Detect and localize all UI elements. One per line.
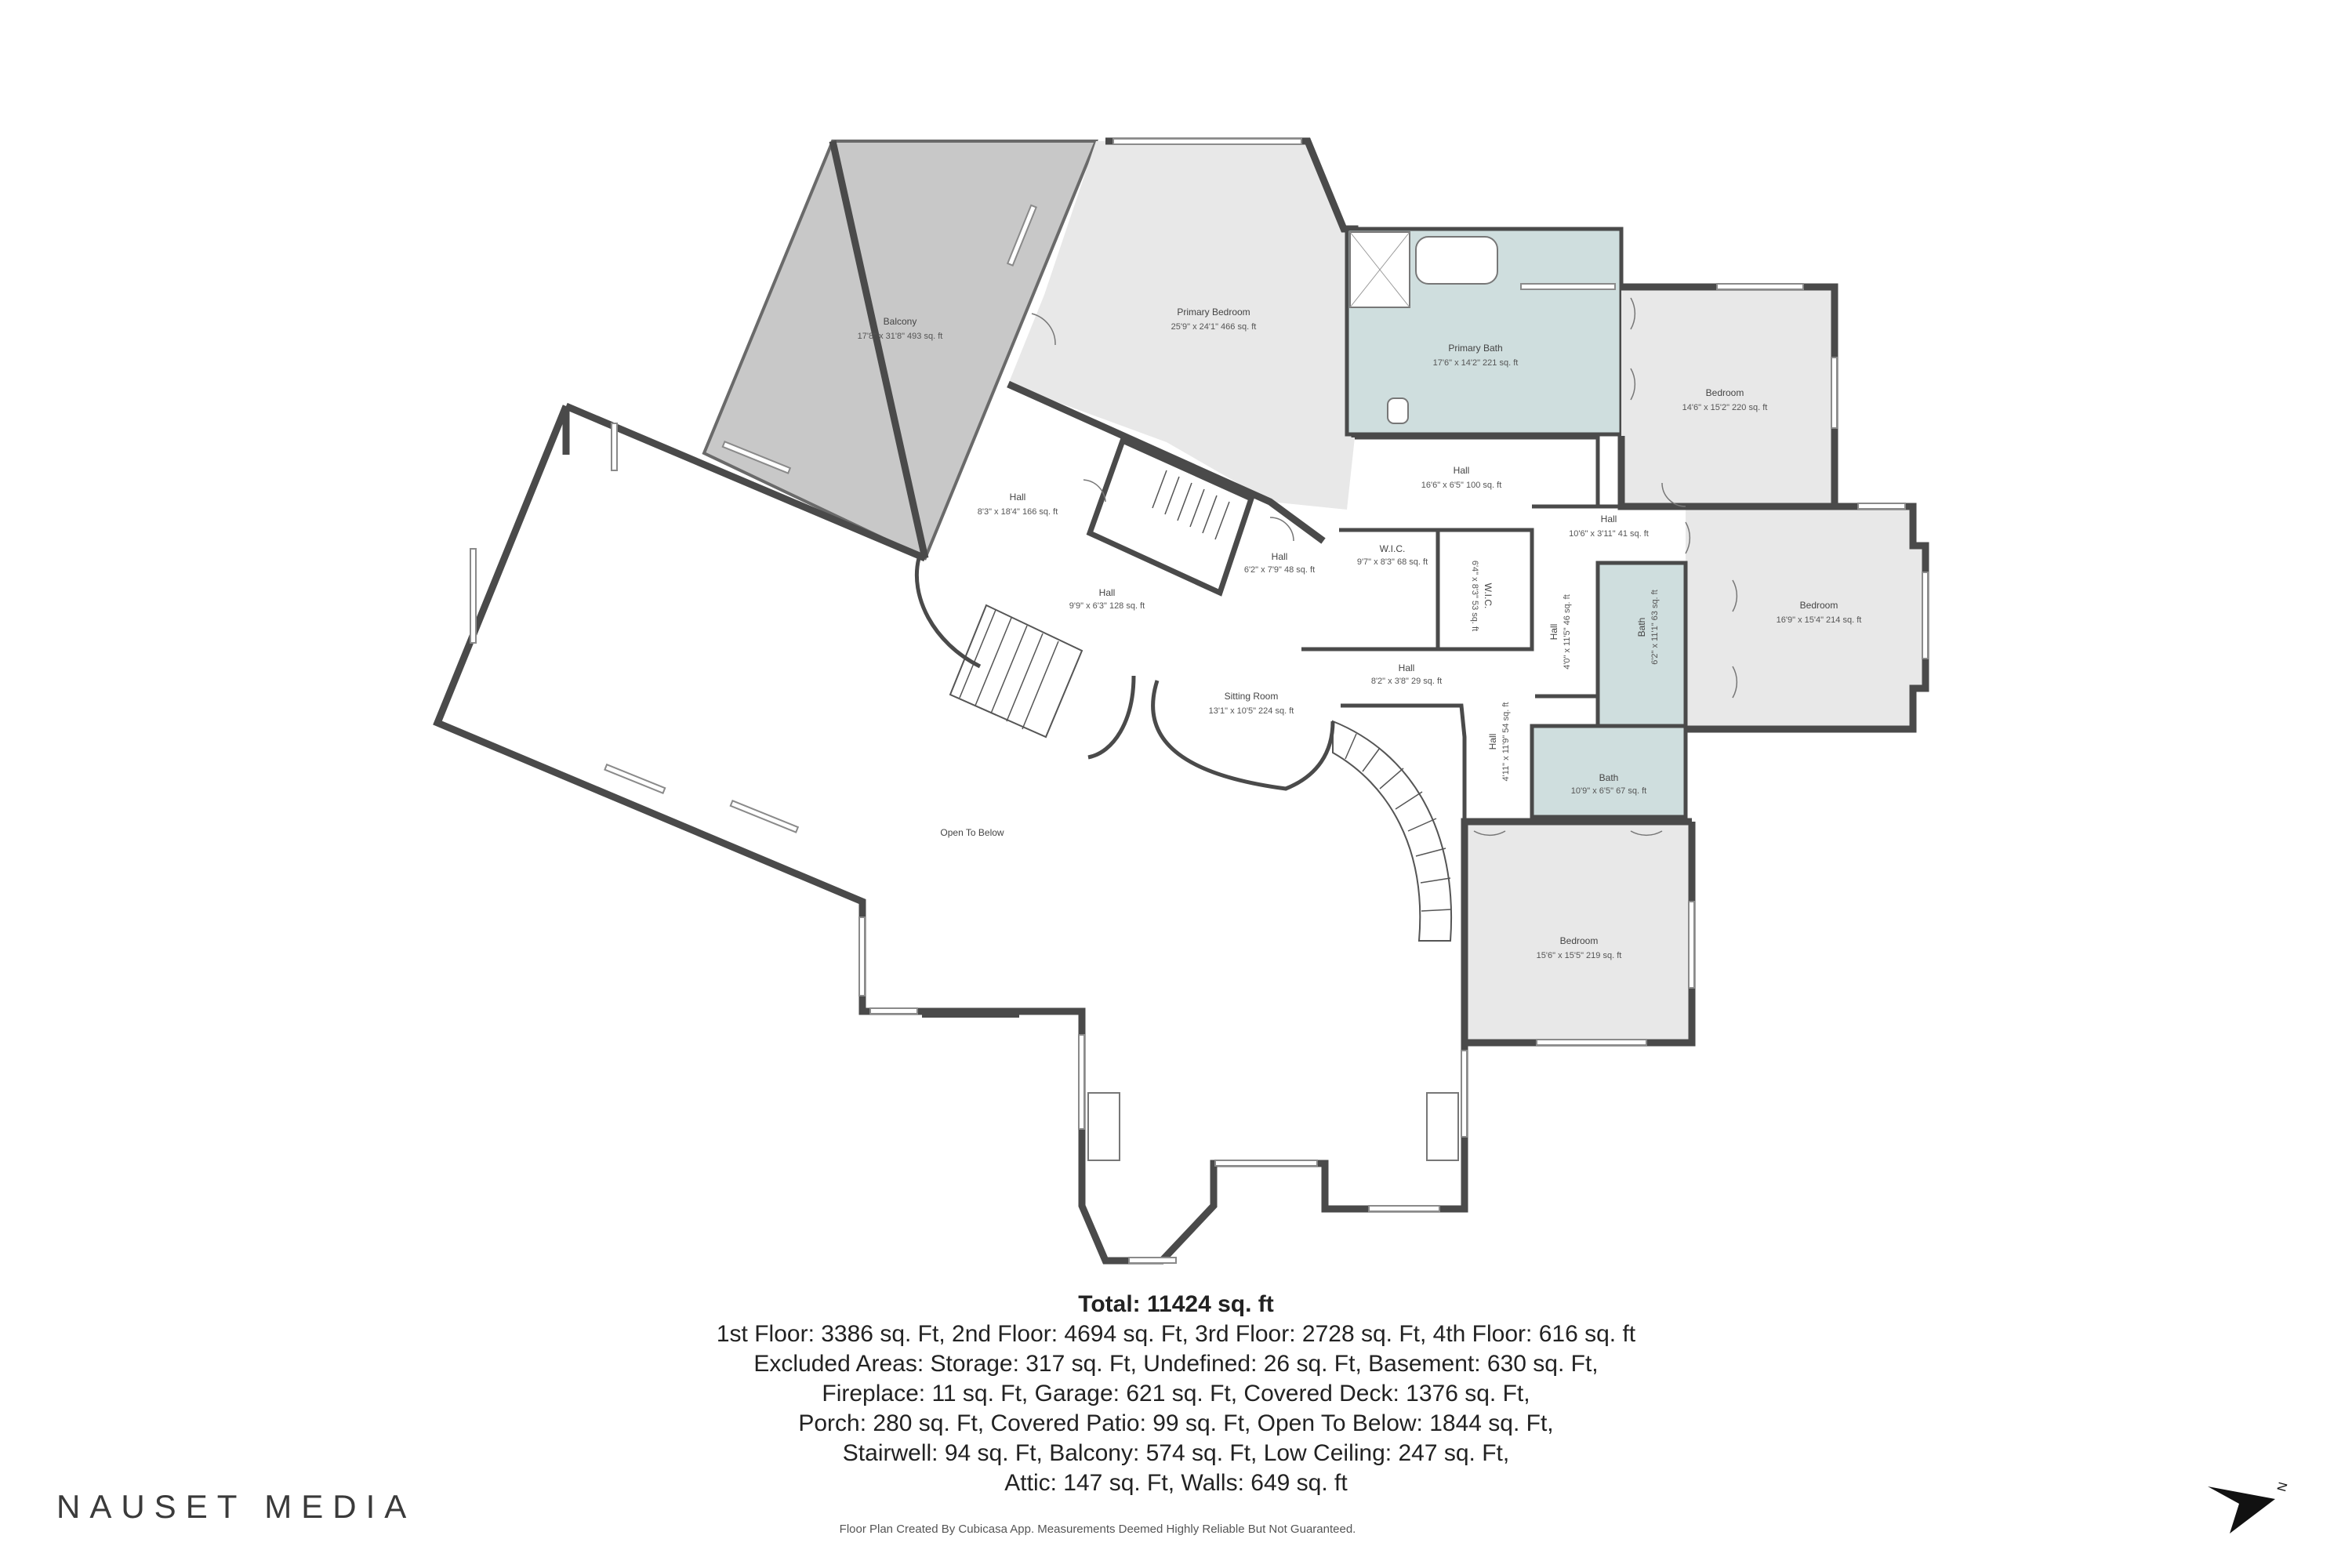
- room-label-bedroom-s: Bedroom 15'6" x 15'5" 219 sq. ft: [1537, 935, 1622, 960]
- svg-text:4'11" x 11'9" 54 sq. ft: 4'11" x 11'9" 54 sq. ft: [1501, 702, 1511, 782]
- svg-text:9'7" x 8'3" 68 sq. ft: 9'7" x 8'3" 68 sq. ft: [1357, 557, 1428, 567]
- svg-text:Hall: Hall: [1010, 492, 1026, 503]
- svg-text:13'1" x 10'5" 224 sq. ft: 13'1" x 10'5" 224 sq. ft: [1209, 706, 1294, 716]
- svg-text:16'6" x 6'5" 100 sq. ft: 16'6" x 6'5" 100 sq. ft: [1421, 481, 1502, 490]
- curved-stairs: [1332, 720, 1452, 942]
- svg-text:16'9" x 15'4" 214 sq. ft: 16'9" x 15'4" 214 sq. ft: [1777, 615, 1862, 625]
- room-label-bedroom-ne: Bedroom 14'6" x 15'2" 220 sq. ft: [1682, 387, 1768, 412]
- svg-text:W.I.C.: W.I.C.: [1380, 543, 1406, 554]
- svg-text:Hall: Hall: [1099, 587, 1116, 598]
- svg-text:8'3" x 18'4" 166 sq. ft: 8'3" x 18'4" 166 sq. ft: [978, 507, 1058, 517]
- bath-2-wall: [1530, 724, 1688, 819]
- summary-line: Excluded Areas: Storage: 317 sq. Ft, Und…: [753, 1351, 1599, 1377]
- summary-line: Porch: 280 sq. Ft, Covered Patio: 99 sq.…: [798, 1410, 1554, 1436]
- svg-text:15'6" x 15'5" 219 sq. ft: 15'6" x 15'5" 219 sq. ft: [1537, 951, 1622, 960]
- total-area: Total: 11424 sq. ft: [1078, 1291, 1274, 1317]
- bedroom-e-area: [1686, 506, 1926, 729]
- bedroom-ne-area: [1621, 287, 1835, 506]
- svg-text:6'2" x 7'9" 48 sq. ft: 6'2" x 7'9" 48 sq. ft: [1244, 565, 1315, 575]
- hall-vertical-wall: [1535, 563, 1600, 699]
- room-label-hall-narrow: Hall 4'11" x 11'9" 54 sq. ft: [1487, 702, 1511, 782]
- svg-text:Bedroom: Bedroom: [1800, 600, 1838, 611]
- bath-2-area: [1532, 726, 1686, 817]
- svg-text:Hall: Hall: [1399, 662, 1415, 673]
- area-summary: Total: 11424 sq. ft 1st Floor: 3386 sq. …: [549, 1290, 1803, 1498]
- stair-well: [1086, 437, 1255, 597]
- svg-text:17'8" x 31'8" 493 sq. ft: 17'8" x 31'8" 493 sq. ft: [858, 332, 943, 341]
- svg-text:Open To Below: Open To Below: [940, 827, 1004, 838]
- svg-text:25'9" x 24'1" 466 sq. ft: 25'9" x 24'1" 466 sq. ft: [1171, 322, 1257, 332]
- bathtub: [1415, 236, 1498, 285]
- svg-text:Sitting Room: Sitting Room: [1225, 691, 1279, 702]
- svg-text:Hall: Hall: [1454, 465, 1470, 476]
- svg-text:6'4" x 8'3" 53 sq. ft: 6'4" x 8'3" 53 sq. ft: [1470, 561, 1479, 631]
- svg-text:4'0" x 11'5" 46 sq. ft: 4'0" x 11'5" 46 sq. ft: [1563, 594, 1572, 670]
- room-label-hall-short: Hall 8'2" x 3'8" 29 sq. ft: [1371, 662, 1442, 686]
- disclaimer: Floor Plan Created By Cubicasa App. Meas…: [839, 1523, 1356, 1536]
- svg-text:Bedroom: Bedroom: [1706, 387, 1744, 398]
- left-stair-curve: [914, 557, 982, 669]
- svg-text:10'6" x 3'11" 41 sq. ft: 10'6" x 3'11" 41 sq. ft: [1569, 529, 1649, 539]
- room-label-hall-stair: Hall 6'2" x 7'9" 48 sq. ft: [1244, 551, 1315, 575]
- fixture-box: [1087, 1092, 1120, 1161]
- summary-line: Fireplace: 11 sq. Ft, Garage: 621 sq. Ft…: [822, 1381, 1530, 1406]
- room-label-hall-center: Hall 9'9" x 6'3" 128 sq. ft: [1069, 587, 1145, 611]
- svg-text:Primary Bedroom: Primary Bedroom: [1177, 307, 1250, 318]
- bath-1-area: [1598, 563, 1686, 728]
- svg-text:10'9" x 6'5" 67 sq. ft: 10'9" x 6'5" 67 sq. ft: [1571, 786, 1646, 796]
- brand-logo: NAUSET MEDIA: [56, 1488, 416, 1525]
- room-label-bedroom-e: Bedroom 16'9" x 15'4" 214 sq. ft: [1777, 600, 1862, 625]
- door-swings: [1031, 297, 1738, 837]
- svg-text:W.I.C.: W.I.C.: [1483, 583, 1494, 609]
- room-label-hall-small: Hall 10'6" x 3'11" 41 sq. ft: [1569, 514, 1649, 539]
- room-label-wic-2: W.I.C. 6'4" x 8'3" 53 sq. ft: [1470, 561, 1494, 631]
- svg-text:17'6" x 14'2" 221 sq. ft: 17'6" x 14'2" 221 sq. ft: [1433, 358, 1519, 368]
- svg-text:Hall: Hall: [1272, 551, 1288, 562]
- hall-upper-wall: [1355, 435, 1600, 506]
- summary-line: 1st Floor: 3386 sq. Ft, 2nd Floor: 4694 …: [716, 1321, 1636, 1347]
- svg-text:Balcony: Balcony: [884, 316, 917, 327]
- bedroom-s-area: [1465, 822, 1692, 1043]
- north-label: N: [2275, 1481, 2289, 1494]
- svg-text:Primary Bath: Primary Bath: [1448, 343, 1502, 354]
- room-label-wic-1: W.I.C. 9'7" x 8'3" 68 sq. ft: [1357, 543, 1428, 567]
- svg-text:8'2" x 3'8" 29 sq. ft: 8'2" x 3'8" 29 sq. ft: [1371, 677, 1442, 686]
- toilet: [1387, 397, 1409, 424]
- hall-short-wall: [1341, 703, 1467, 822]
- room-label-primary-bedroom: Primary Bedroom 25'9" x 24'1" 466 sq. ft: [1171, 307, 1257, 332]
- wic-wall: [1301, 528, 1534, 652]
- windows: [470, 138, 1929, 1264]
- svg-text:6'2" x 11'1" 63 sq. ft: 6'2" x 11'1" 63 sq. ft: [1650, 590, 1660, 665]
- summary-line: Attic: 147 sq. Ft, Walls: 649 sq. ft: [1004, 1470, 1348, 1496]
- room-label-balcony: Balcony 17'8" x 31'8" 493 sq. ft: [858, 316, 943, 341]
- left-stairs: [949, 604, 1083, 739]
- room-label-hall-vertical: Hall 4'0" x 11'5" 46 sq. ft: [1548, 594, 1572, 670]
- svg-text:Hall: Hall: [1548, 624, 1559, 641]
- outer-wall-west: [829, 140, 929, 559]
- room-label-hall-upper: Hall 16'6" x 6'5" 100 sq. ft: [1421, 465, 1502, 490]
- summary-line: Stairwell: 94 sq. Ft, Balcony: 574 sq. F…: [842, 1440, 1510, 1466]
- fixture-box: [922, 1008, 1019, 1018]
- north-arrow-icon: N: [2208, 1481, 2289, 1534]
- sitting-room-outline: [1151, 680, 1335, 791]
- upper-stairs: [1152, 470, 1230, 540]
- fixture-box: [1426, 1092, 1459, 1161]
- primary-bedroom-area: [1008, 141, 1355, 510]
- room-label-primary-bath: Primary Bath 17'6" x 14'2" 221 sq. ft: [1433, 343, 1519, 368]
- svg-text:Bath: Bath: [1599, 772, 1619, 783]
- svg-text:Bedroom: Bedroom: [1560, 935, 1599, 946]
- svg-text:9'9" x 6'3" 128 sq. ft: 9'9" x 6'3" 128 sq. ft: [1069, 601, 1145, 611]
- svg-text:Hall: Hall: [1601, 514, 1617, 524]
- room-label-bath-1: Bath 6'2" x 11'1" 63 sq. ft: [1636, 590, 1660, 665]
- room-label-sitting-room: Sitting Room 13'1" x 10'5" 224 sq. ft: [1209, 691, 1294, 716]
- primary-bedroom-inner-wall: [1007, 380, 1326, 544]
- room-label-bath-2: Bath 10'9" x 6'5" 67 sq. ft: [1571, 772, 1646, 796]
- room-label-hall-large: Hall 8'3" x 18'4" 166 sq. ft: [978, 492, 1058, 517]
- room-label-open-to-below: Open To Below: [940, 827, 1004, 838]
- svg-text:Hall: Hall: [1487, 734, 1498, 750]
- svg-text:14'6" x 15'2" 220 sq. ft: 14'6" x 15'2" 220 sq. ft: [1682, 403, 1768, 412]
- svg-text:Bath: Bath: [1636, 618, 1647, 637]
